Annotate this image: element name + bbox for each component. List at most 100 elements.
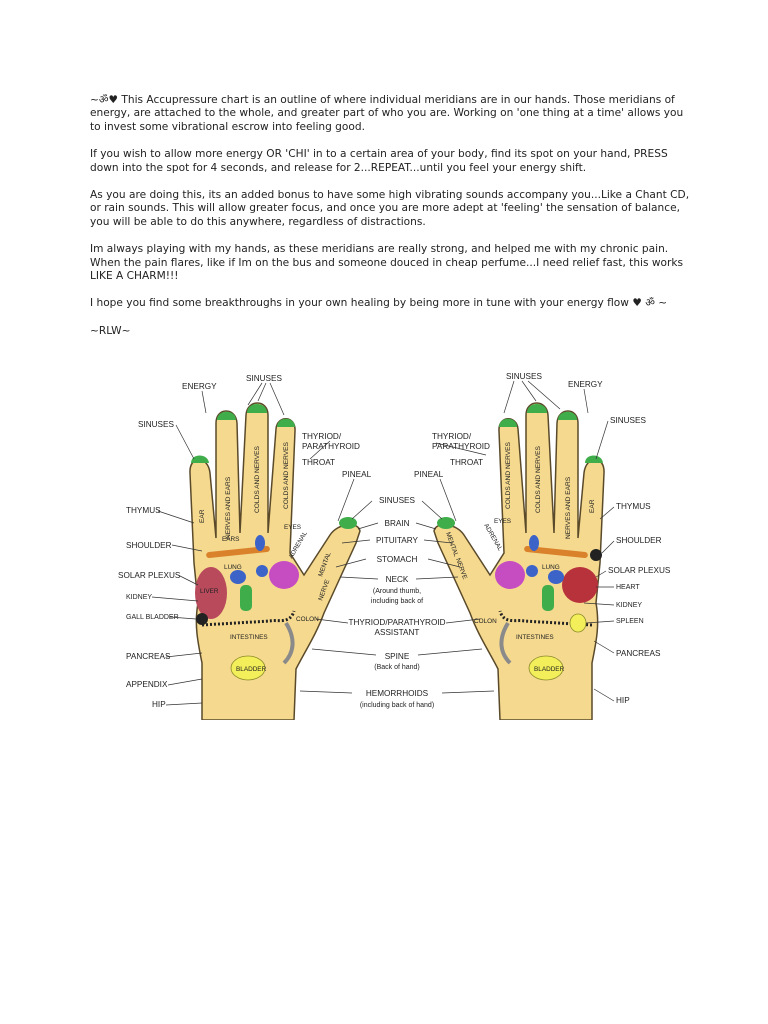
right-eye-dot [529, 535, 539, 551]
right-lung-dot [548, 570, 564, 584]
personal-paragraph: Im always playing with my hands, as thes… [90, 243, 684, 283]
right-hand [433, 402, 605, 720]
right-thumb-tip [437, 517, 455, 529]
label-energy-left: ENERGY [182, 382, 217, 391]
left-bladder-label: BLADDER [236, 666, 267, 673]
right-intestines-edge [498, 610, 593, 627]
label-thyroid-assistant-2: ASSISTANT [375, 628, 420, 637]
right-ear-label: EAR [589, 499, 596, 513]
label-thyroid-assistant-1: THYRIOD/PARATHYROID [348, 618, 445, 627]
left-pituitary-dot [256, 565, 268, 577]
label-sinuses-right: SINUSES [610, 416, 646, 425]
left-middle-tip [247, 404, 267, 413]
left-intestines-edge [201, 610, 296, 627]
label-spleen-right: SPLEEN [616, 618, 644, 625]
left-bladder [230, 655, 266, 681]
left-ring-tip [217, 411, 236, 420]
left-adrenal-blob [269, 561, 299, 589]
left-colds-nerves-label-2: COLDS AND NERVES [283, 441, 290, 509]
right-lung-label: LUNG [542, 564, 560, 571]
label-hip-left: HIP [152, 700, 166, 709]
label-shoulder-left: SHOULDER [126, 541, 172, 550]
right-bladder [528, 655, 564, 681]
left-thumb-tip [339, 517, 357, 529]
right-nerves-ears-label: NERVES AND EARS [565, 476, 572, 539]
right-pituitary-dot [526, 565, 538, 577]
label-shoulder-right: SHOULDER [616, 536, 662, 545]
label-throat-right: THROAT [450, 458, 483, 467]
center-labels: THYRIOD/ PARATHYROID THROAT PINEAL THYRI… [299, 432, 495, 709]
left-labels: ENERGY SINUSES SINUSES THYMUS SHOULDER S… [118, 374, 285, 709]
left-intestines-label: INTESTINES [230, 634, 268, 641]
right-ring-tip [558, 411, 577, 420]
label-solar-plexus-left: SOLAR PLEXUS [118, 571, 181, 580]
label-kidney-left: KIDNEY [126, 594, 152, 601]
label-thymus-right: THYMUS [616, 502, 651, 511]
article-body: ~ॐ♥ This Accupressure chart is an outlin… [90, 94, 690, 352]
label-appendix-left: APPENDIX [126, 680, 168, 689]
right-colon-line [499, 621, 512, 665]
label-neck: NECK [386, 575, 409, 584]
left-nerves-ears-label: NERVES AND EARS [225, 476, 232, 539]
label-pituitary: PITUITARY [376, 536, 419, 545]
closing-paragraph: I hope you find some breakthroughs in yo… [90, 297, 668, 310]
right-shoulder-dot [590, 549, 602, 561]
left-colds-nerves-label-1: COLDS AND NERVES [254, 445, 261, 513]
left-lung-label: LUNG [224, 564, 242, 571]
left-hand [189, 402, 361, 720]
left-little-tip [191, 455, 209, 463]
right-index-tip [499, 418, 517, 427]
right-heart [562, 567, 598, 603]
label-throat-left: THROAT [302, 458, 335, 467]
right-bladder-label: BLADDER [534, 666, 565, 673]
label-sinuses-top-left: SINUSES [246, 374, 282, 383]
label-neck-note-2: including back of [371, 598, 423, 605]
label-solar-plexus-right: SOLAR PLEXUS [608, 566, 671, 575]
label-sinuses-top-right: SINUSES [506, 372, 542, 381]
left-ears-label: EARS [222, 536, 239, 543]
label-thyroid-right-1: THYRIOD/ [432, 432, 472, 441]
sound-paragraph: As you are doing this, its an added bonu… [90, 189, 690, 228]
signature: ~RLW~ [90, 324, 131, 337]
label-neck-note-1: (Around thumb, [373, 588, 421, 595]
right-hand-outline [433, 402, 605, 720]
right-colon-label: COLON [474, 618, 497, 625]
label-brain: BRAIN [384, 519, 409, 528]
right-kidney-capsule [542, 585, 554, 611]
left-ears-bar [206, 545, 270, 559]
left-liver-label: LIVER [200, 588, 219, 595]
label-heart-right: HEART [616, 584, 640, 591]
label-sinuses-left: SINUSES [138, 420, 174, 429]
label-pancreas-left: PANCREAS [126, 652, 171, 661]
left-liver [195, 567, 227, 619]
label-thyroid-left-2: PARATHYROID [302, 442, 360, 451]
left-hand-outline [189, 402, 361, 720]
left-ear-label: EAR [199, 509, 206, 523]
right-colds-nerves-label-1: COLDS AND NERVES [535, 445, 542, 513]
label-hemorrhoids-note: (including back of hand) [360, 702, 434, 709]
label-kidney-right: KIDNEY [616, 602, 642, 609]
label-thyroid-right-2: PARATHYROID [432, 442, 490, 451]
acupressure-hand-chart: ENERGY SINUSES SINUSES THYMUS SHOULDER S… [90, 363, 704, 720]
instruction-paragraph: If you wish to allow more energy OR 'CHI… [90, 148, 668, 174]
left-eyes-label: EYES [284, 524, 301, 531]
label-sinuses-center: SINUSES [379, 496, 415, 505]
right-eyes-label: EYES [494, 518, 511, 525]
left-lung-dot [230, 570, 246, 584]
hand-chart-svg: ENERGY SINUSES SINUSES THYMUS SHOULDER S… [118, 372, 671, 720]
left-kidney-capsule [240, 585, 252, 611]
right-ears-bar [524, 545, 588, 559]
label-spine: SPINE [385, 652, 410, 661]
label-hemorrhoids: HEMORRHOIDS [366, 689, 429, 698]
label-gall-bladder-left: GALL BLADDER [126, 614, 179, 621]
label-pineal-left: PINEAL [342, 470, 372, 479]
left-colon-label: COLON [296, 616, 319, 623]
right-adrenal-blob [495, 561, 525, 589]
right-intestines-label: INTESTINES [516, 634, 554, 641]
label-hip-right: HIP [616, 696, 630, 705]
label-pancreas-right: PANCREAS [616, 649, 661, 658]
right-little-tip [585, 455, 603, 463]
label-spine-note: (Back of hand) [374, 664, 420, 671]
right-adrenal-label: ADRENAL [482, 523, 503, 553]
